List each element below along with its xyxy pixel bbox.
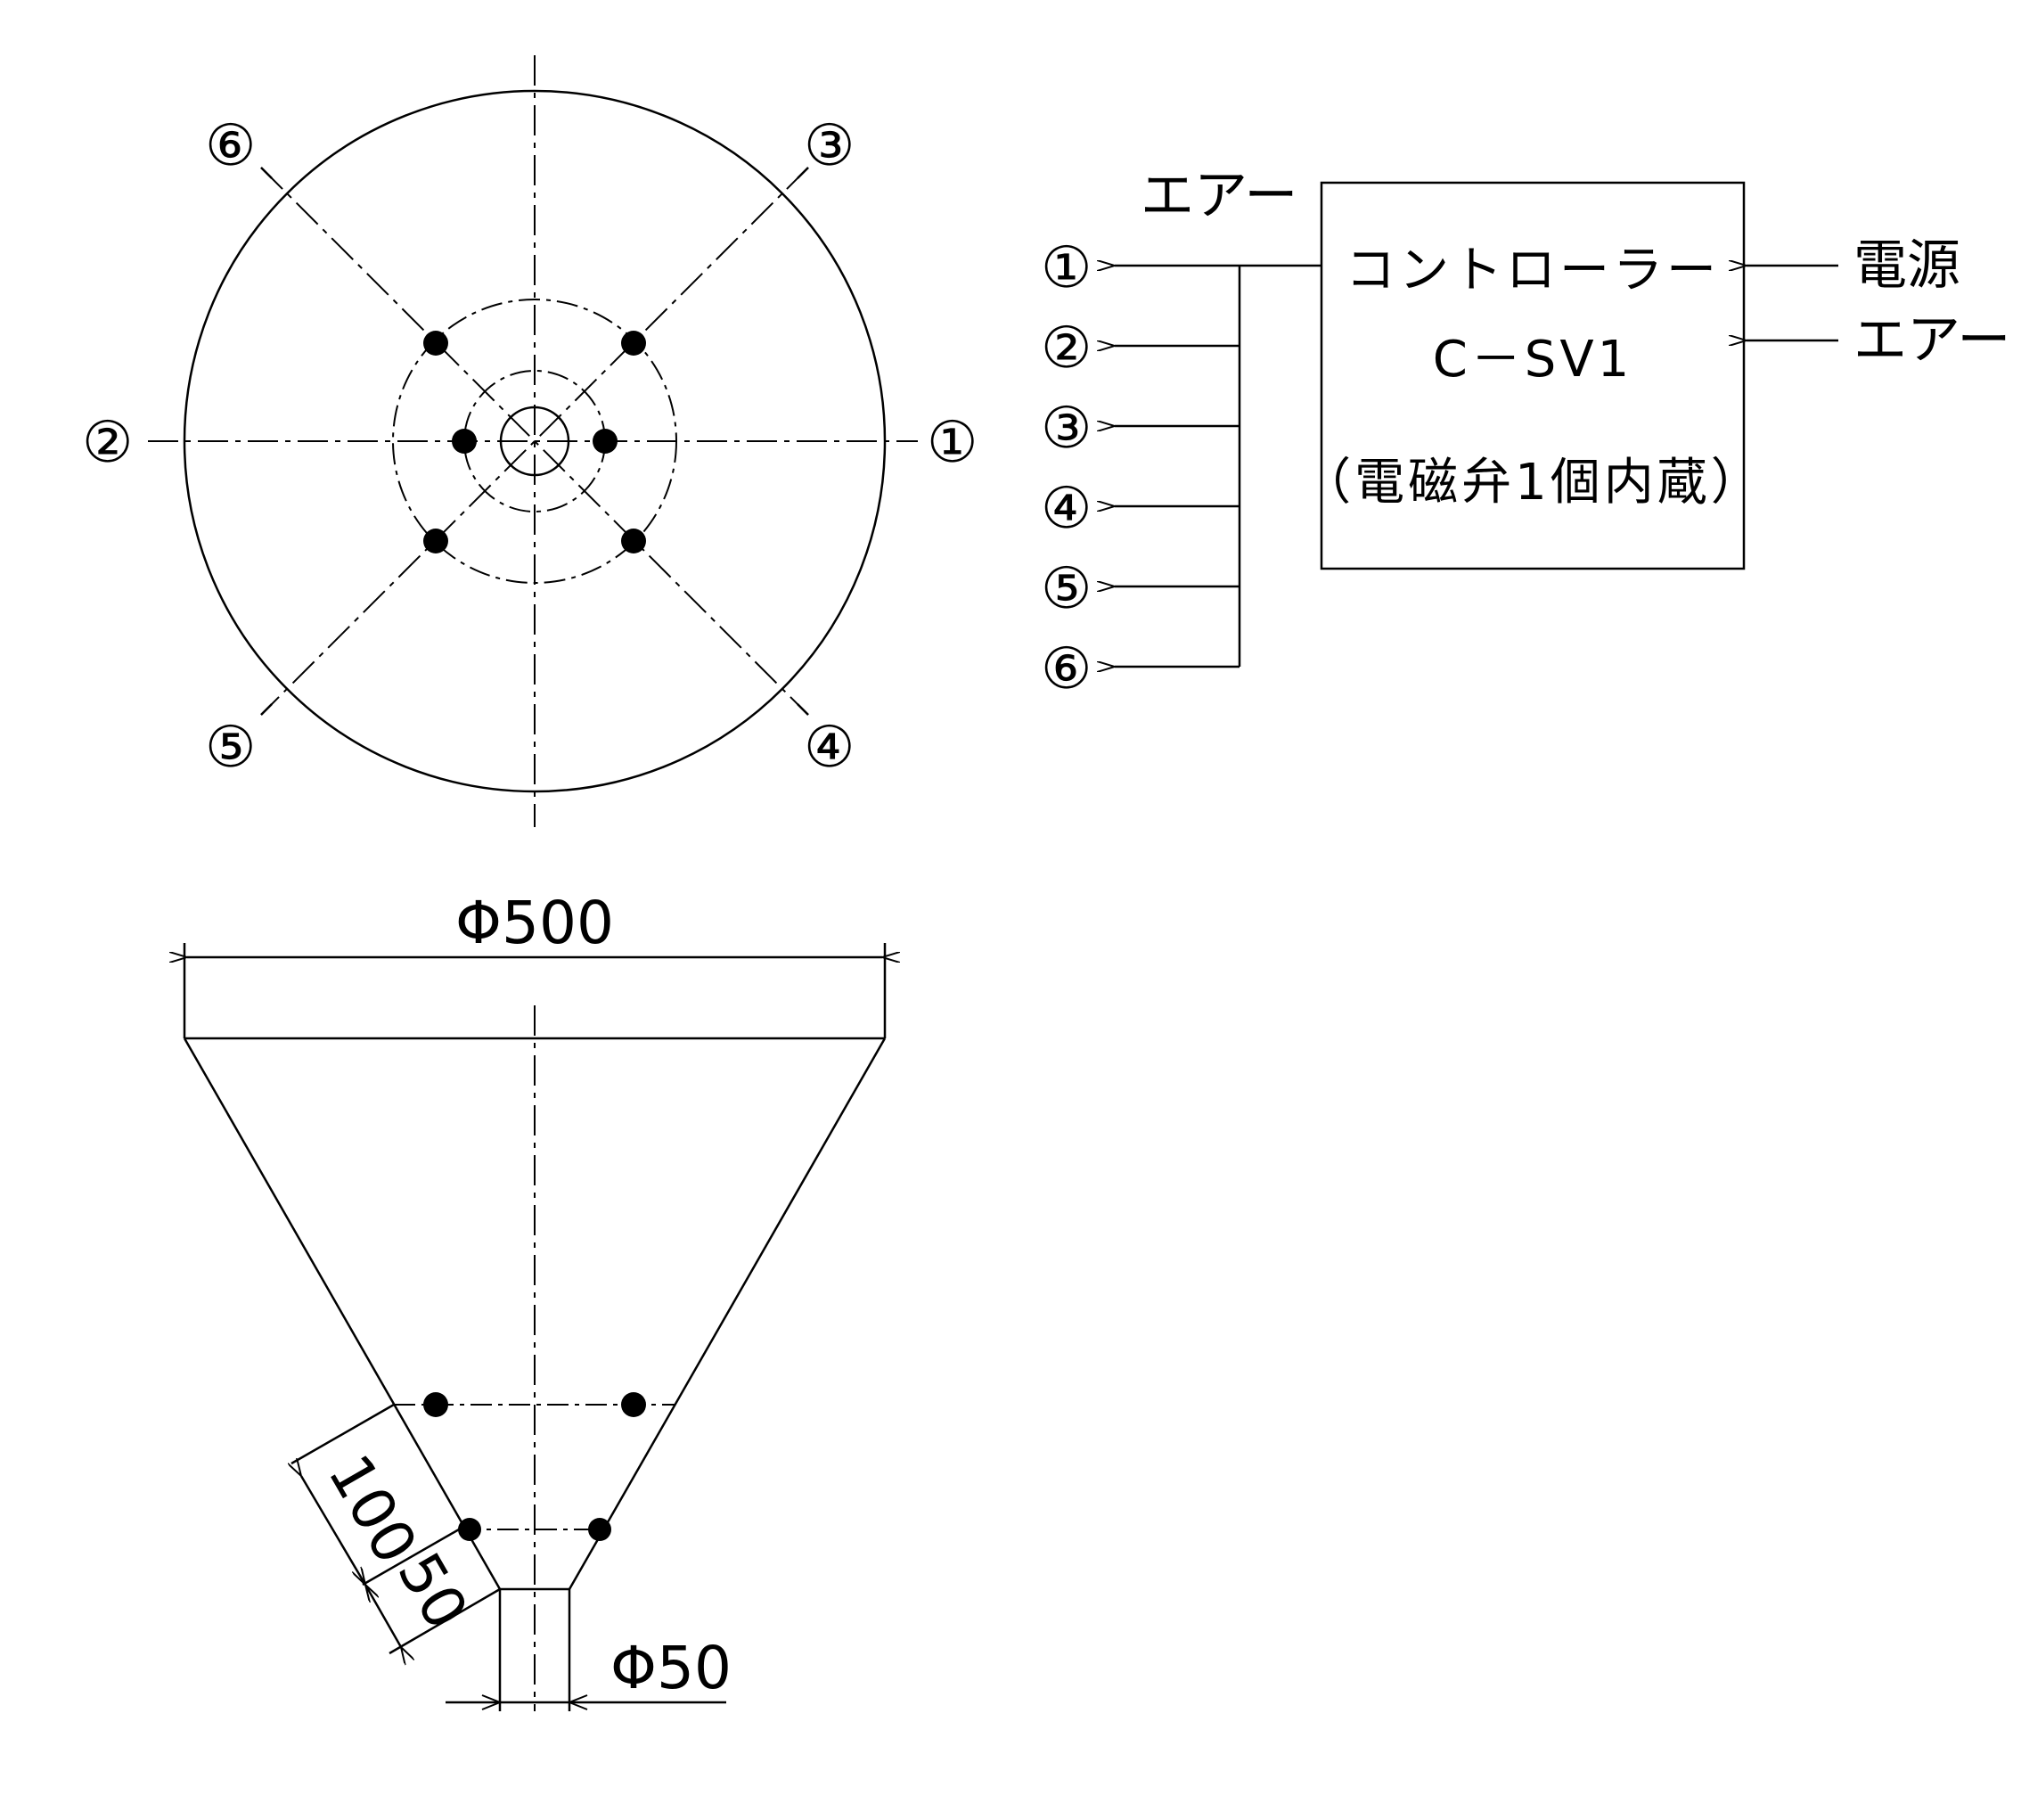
side-view: Φ500 100 50 Φ50 bbox=[184, 889, 885, 1711]
controller-note: （電磁弁1個内蔵） bbox=[1301, 454, 1764, 512]
nozzle-hole bbox=[593, 429, 618, 454]
nozzle-hole bbox=[621, 331, 646, 356]
nozzle-hole bbox=[423, 1392, 448, 1417]
output-label-4: ④ bbox=[1041, 476, 1092, 542]
port-label-6: ⑥ bbox=[205, 113, 256, 179]
output-label-3: ③ bbox=[1041, 396, 1092, 462]
output-label-1: ① bbox=[1041, 235, 1092, 301]
leader-line-5 bbox=[260, 703, 273, 716]
nozzle-hole bbox=[452, 429, 477, 454]
bottom-diameter-arrow-right bbox=[567, 1694, 588, 1710]
hopper-left-wall bbox=[183, 1037, 502, 1590]
nozzle-hole bbox=[423, 529, 448, 553]
nozzle-hole bbox=[423, 331, 448, 356]
bottom-diameter-label: Φ50 bbox=[610, 1634, 732, 1702]
nozzle-hole bbox=[621, 529, 646, 553]
dimension-line-50 bbox=[365, 1585, 401, 1647]
air-output-label: エアー bbox=[1141, 165, 1297, 227]
nozzle-hole bbox=[458, 1518, 481, 1541]
controller-name: コントローラー bbox=[1346, 242, 1720, 299]
port-label-3: ③ bbox=[804, 113, 855, 179]
upper-ring-extension bbox=[290, 1403, 395, 1465]
nozzle-hole bbox=[588, 1518, 611, 1541]
output-label-6: ⑥ bbox=[1041, 636, 1092, 702]
leader-line-3 bbox=[797, 167, 809, 179]
controller-model: C－SV1 bbox=[1433, 331, 1633, 389]
power-input-label: 電源 bbox=[1853, 234, 1960, 297]
controller-box bbox=[1320, 181, 1746, 570]
port-label-1: ① bbox=[927, 410, 978, 476]
port-label-4: ④ bbox=[804, 715, 855, 781]
leader-line-6 bbox=[260, 167, 273, 179]
port-label-5: ⑤ bbox=[205, 715, 256, 781]
air-input-label: エアー bbox=[1853, 309, 2010, 372]
diagonal-centerline-6-4 bbox=[260, 167, 809, 716]
top-diameter-label: Φ500 bbox=[455, 889, 614, 957]
leader-line-4 bbox=[797, 703, 809, 716]
output-label-2: ② bbox=[1041, 316, 1092, 381]
port-label-2: ② bbox=[82, 410, 133, 476]
hopper-right-wall bbox=[568, 1037, 887, 1590]
controller-schematic: エアー コントローラー C－SV1 （電磁弁1個内蔵） ① ② ③ ④ ⑤ ⑥ … bbox=[1041, 165, 2010, 702]
output-label-5: ⑤ bbox=[1041, 556, 1092, 622]
plan-view: ⑥ ③ ② ① ⑤ ④ bbox=[82, 55, 978, 827]
nozzle-hole bbox=[621, 1392, 646, 1417]
bottom-diameter-arrow-left bbox=[481, 1694, 503, 1710]
